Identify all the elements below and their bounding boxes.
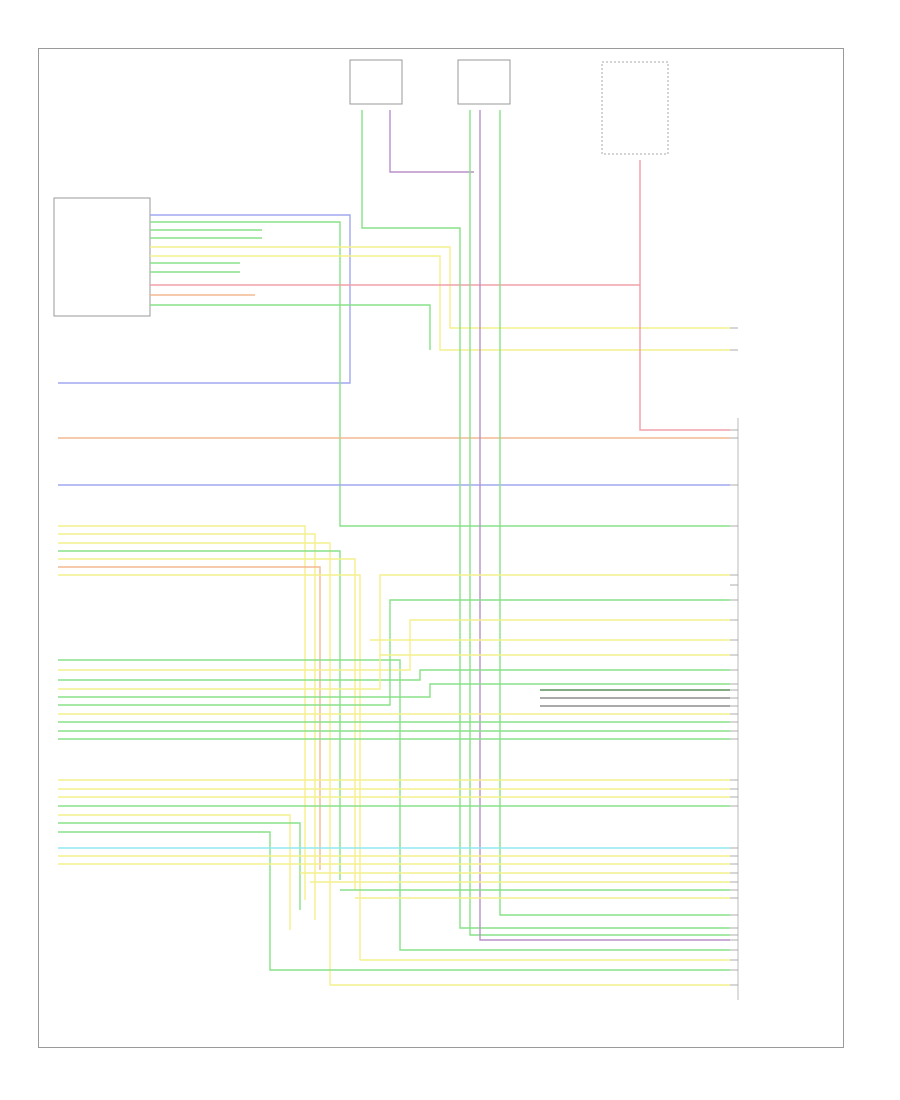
wire-28 — [58, 619, 730, 671]
wire-31 — [58, 683, 730, 698]
wire-29 — [58, 669, 730, 681]
diagram-frame — [38, 48, 844, 1048]
wire-2 — [150, 221, 730, 527]
wire-16 — [361, 110, 730, 929]
wire-41 — [58, 814, 291, 930]
wire-30 — [58, 574, 730, 690]
wire-11 — [150, 304, 431, 350]
wire-42 — [58, 822, 301, 910]
left-module-box — [53, 197, 151, 317]
wire-12 — [639, 160, 730, 431]
wire-6 — [150, 255, 730, 351]
wire-21 — [58, 533, 316, 920]
top-right-component — [601, 61, 669, 155]
wire-22 — [58, 542, 730, 986]
wire-17 — [469, 110, 730, 936]
wire-1 — [58, 214, 351, 384]
wire-19 — [479, 110, 730, 941]
wire-26 — [58, 574, 361, 960]
top-component-1 — [349, 59, 403, 105]
wire-15 — [389, 110, 474, 173]
wire-23 — [58, 550, 341, 880]
wire-25 — [58, 566, 321, 870]
wire-32 — [58, 599, 730, 706]
wire-24 — [58, 558, 356, 890]
wire-5 — [150, 246, 730, 329]
wire-20 — [58, 525, 306, 900]
wire-43 — [58, 831, 730, 971]
top-component-2 — [457, 59, 511, 105]
wire-18 — [499, 110, 730, 916]
wire-27 — [58, 659, 730, 951]
